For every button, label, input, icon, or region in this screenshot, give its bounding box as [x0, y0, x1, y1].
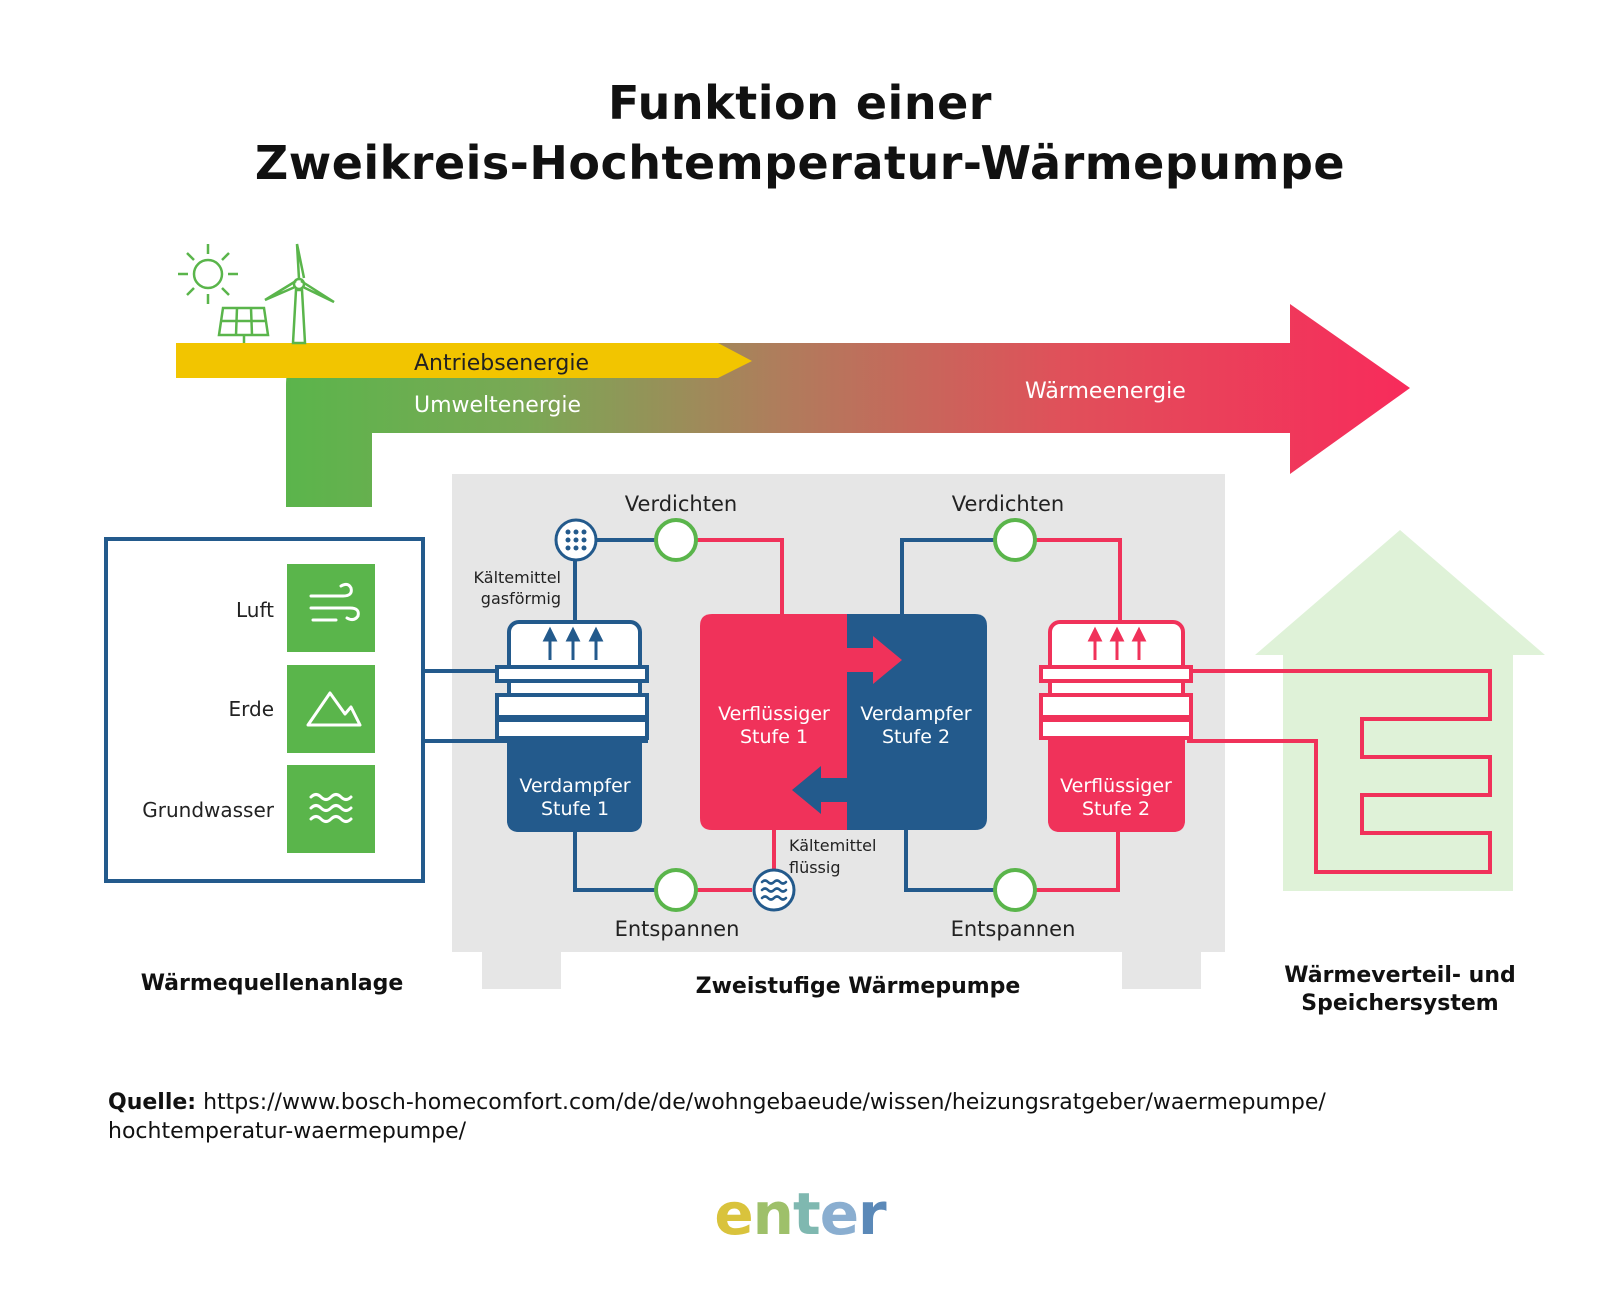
expansion-valve-2-icon: [993, 868, 1037, 912]
title-line-1: Funktion einer: [608, 76, 992, 130]
source-line-2: hochtemperatur-waermepumpe/: [108, 1119, 466, 1144]
solar-panel-icon: [217, 306, 270, 343]
label-kaeltemittel-fl-2: flüssig: [789, 858, 841, 877]
refrigerant-liquid-icon: [752, 868, 796, 912]
label-verfluessiger-2-a: Verflüssiger: [1060, 775, 1172, 797]
label-entspannen-1: Entspannen: [615, 917, 740, 941]
heat-source-panel: Luft Erde Grundwasser: [104, 537, 425, 883]
wind-turbine-icon: [264, 243, 335, 345]
label-entspannen-2: Entspannen: [951, 917, 1076, 941]
label-verdampfer-2-b: Stufe 2: [882, 726, 950, 748]
label-verfluessiger-1-b: Stufe 1: [740, 726, 808, 748]
label-kaeltemittel-fl-1: Kältemittel: [789, 836, 876, 855]
label-verdichten-1: Verdichten: [625, 492, 737, 516]
evaporator-stage-1: Verdampfer Stufe 1: [495, 620, 649, 832]
label-verfluessiger-1-a: Verflüssiger: [718, 703, 830, 725]
label-verfluessiger-2-b: Stufe 2: [1082, 798, 1150, 820]
label-kaeltemittel-gas-1: Kältemittel: [474, 568, 561, 587]
drive-energy-band: [176, 343, 752, 378]
label-kaeltemittel-gas-2: gasförmig: [481, 589, 561, 608]
arrow-right-icon: [847, 636, 902, 684]
label-speichersystem: Speichersystem: [1301, 991, 1498, 1016]
energy-arrow: Antriebsenergie Umweltenergie Wärmeenerg…: [176, 304, 1410, 507]
label-umweltenergie: Umweltenergie: [414, 393, 581, 418]
expansion-valve-1-icon: [654, 868, 698, 912]
label-waermequellenanlage: Wärmequellenanlage: [141, 971, 404, 996]
tile-erde: [287, 665, 375, 753]
source-line-1: Quelle: https://www.bosch-homecomfort.co…: [108, 1090, 1326, 1115]
condenser-stage-2: Verflüssiger Stufe 2: [1039, 620, 1193, 832]
label-zweistufige-waermepumpe: Zweistufige Wärmepumpe: [696, 974, 1021, 999]
label-verdichten-2: Verdichten: [952, 492, 1064, 516]
pipes-circuit-2-red: [1036, 538, 1122, 892]
water-waves-icon: [309, 793, 353, 823]
label-waermeverteil: Wärmeverteil- und: [1284, 963, 1516, 988]
label-erde: Erde: [228, 697, 274, 721]
wind-icon: [309, 582, 360, 622]
compressor-2-icon: [993, 518, 1037, 562]
label-verdampfer-1-b: Stufe 1: [541, 798, 609, 820]
label-verdampfer-2-a: Verdampfer: [860, 703, 971, 725]
sun-icon: [178, 244, 238, 304]
source-url-part-2[interactable]: hochtemperatur-waermepumpe/: [108, 1119, 467, 1144]
title-line-2: Zweikreis-Hochtemperatur-Wärmepumpe: [254, 136, 1346, 190]
compressor-1-icon: [654, 518, 698, 562]
cascade-heat-exchanger: Verflüssiger Stufe 1 Verdampfer Stufe 2: [700, 614, 987, 830]
enter-logo: enter: [714, 1180, 886, 1248]
source-url-part-1[interactable]: https://www.bosch-homecomfort.com/de/de/…: [203, 1090, 1326, 1115]
refrigerant-gas-icon: [554, 518, 598, 562]
house: [1255, 530, 1545, 891]
pipes-heating-red: [1187, 669, 1492, 874]
arrow-left-icon: [792, 766, 847, 814]
label-grundwasser: Grundwasser: [142, 798, 275, 822]
label-waermeenergie: Wärmeenergie: [1025, 379, 1186, 404]
label-luft: Luft: [236, 598, 274, 622]
label-antriebsenergie: Antriebsenergie: [414, 351, 589, 376]
label-verdampfer-1-a: Verdampfer: [519, 775, 630, 797]
pipes-circuit-2-blue: [900, 538, 995, 892]
mountain-icon: [306, 691, 362, 727]
source-label: Quelle:: [108, 1090, 197, 1115]
pipes-circuit-1-red: [697, 538, 784, 892]
